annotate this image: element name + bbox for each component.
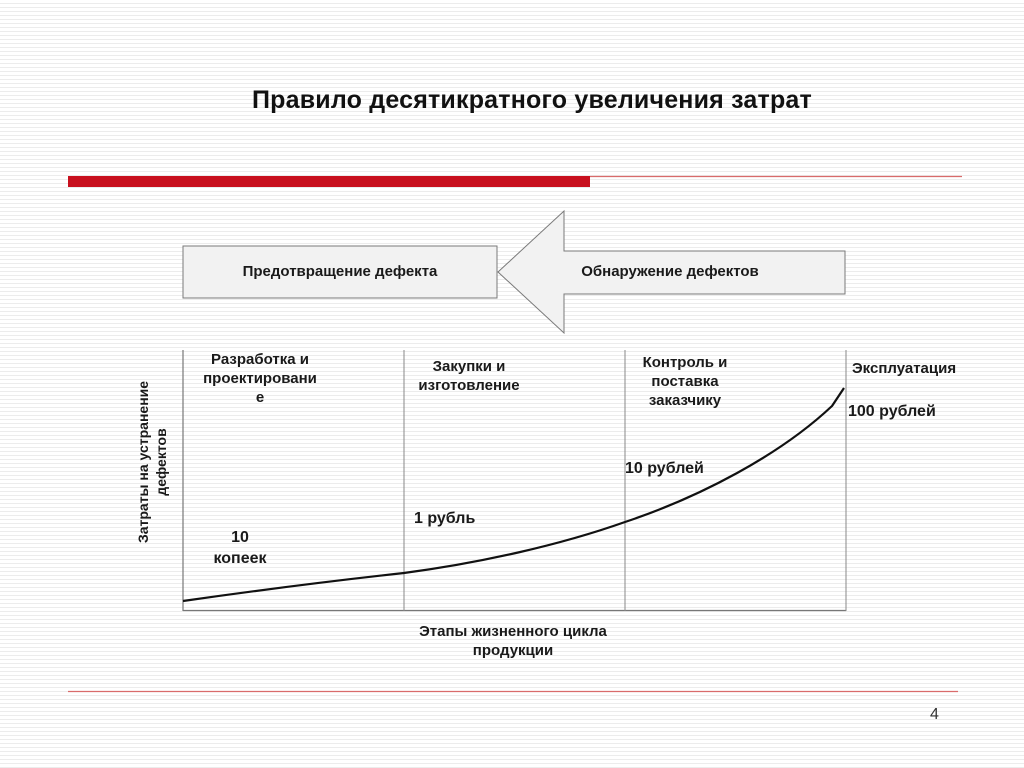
cost-label-line: копеек bbox=[213, 550, 267, 567]
stage-label-operation: Эксплуатация bbox=[852, 359, 956, 378]
prevention-box bbox=[182, 245, 498, 299]
x-axis-label: Этапы жизненного цикла продукции bbox=[383, 622, 643, 660]
cost-label-100-rubles: 100 рублей bbox=[848, 403, 936, 421]
stage-label-line: проектировани bbox=[203, 370, 317, 387]
cost-label-1-ruble: 1 рубль bbox=[414, 510, 475, 528]
prevention-label: Предотвращение дефекта bbox=[242, 263, 438, 280]
y-axis-label: Затраты на устранение дефектов bbox=[134, 342, 170, 582]
stage-label-line: е bbox=[255, 389, 265, 406]
cost-label-10-kopeks: 10 копеек bbox=[200, 527, 280, 569]
cost-label-line: 10 bbox=[231, 529, 249, 546]
cost-label-line: 100 рублей bbox=[848, 403, 936, 420]
y-axis-label-line2: дефектов bbox=[153, 428, 169, 496]
page-number: 4 bbox=[930, 706, 939, 723]
stage-label-control: Контроль и поставка заказчику bbox=[620, 353, 750, 410]
stage-label-line: Эксплуатация bbox=[852, 360, 957, 377]
x-axis-label-line1: Этапы жизненного цикла bbox=[419, 623, 607, 640]
stage-label-line: заказчику bbox=[648, 392, 722, 409]
cost-curve bbox=[182, 387, 845, 603]
cost-label-line: 1 рубль bbox=[414, 510, 476, 527]
y-axis-label-line1: Затраты на устранение bbox=[135, 380, 151, 544]
slide-title: Правило десятикратного увеличения затрат bbox=[252, 86, 812, 114]
x-axis-label-line2: продукции bbox=[472, 642, 554, 659]
cost-label-10-rubles: 10 рублей bbox=[625, 460, 704, 478]
stage-label-procurement: Закупки и изготовление bbox=[404, 357, 534, 395]
detection-label: Обнаружение дефектов bbox=[581, 263, 759, 280]
stage-label-line: Разработка и bbox=[211, 351, 309, 368]
stage-label-line: изготовление bbox=[418, 377, 520, 394]
stage-label-line: Контроль и bbox=[642, 354, 728, 371]
cost-label-line: 10 рублей bbox=[625, 460, 704, 477]
stage-label-line: поставка bbox=[651, 373, 719, 390]
detection-arrow bbox=[497, 209, 846, 335]
stage-label-line: Закупки и bbox=[432, 358, 506, 375]
accent-red-bar bbox=[68, 176, 590, 187]
stage-label-design: Разработка и проектировани е bbox=[190, 350, 330, 407]
